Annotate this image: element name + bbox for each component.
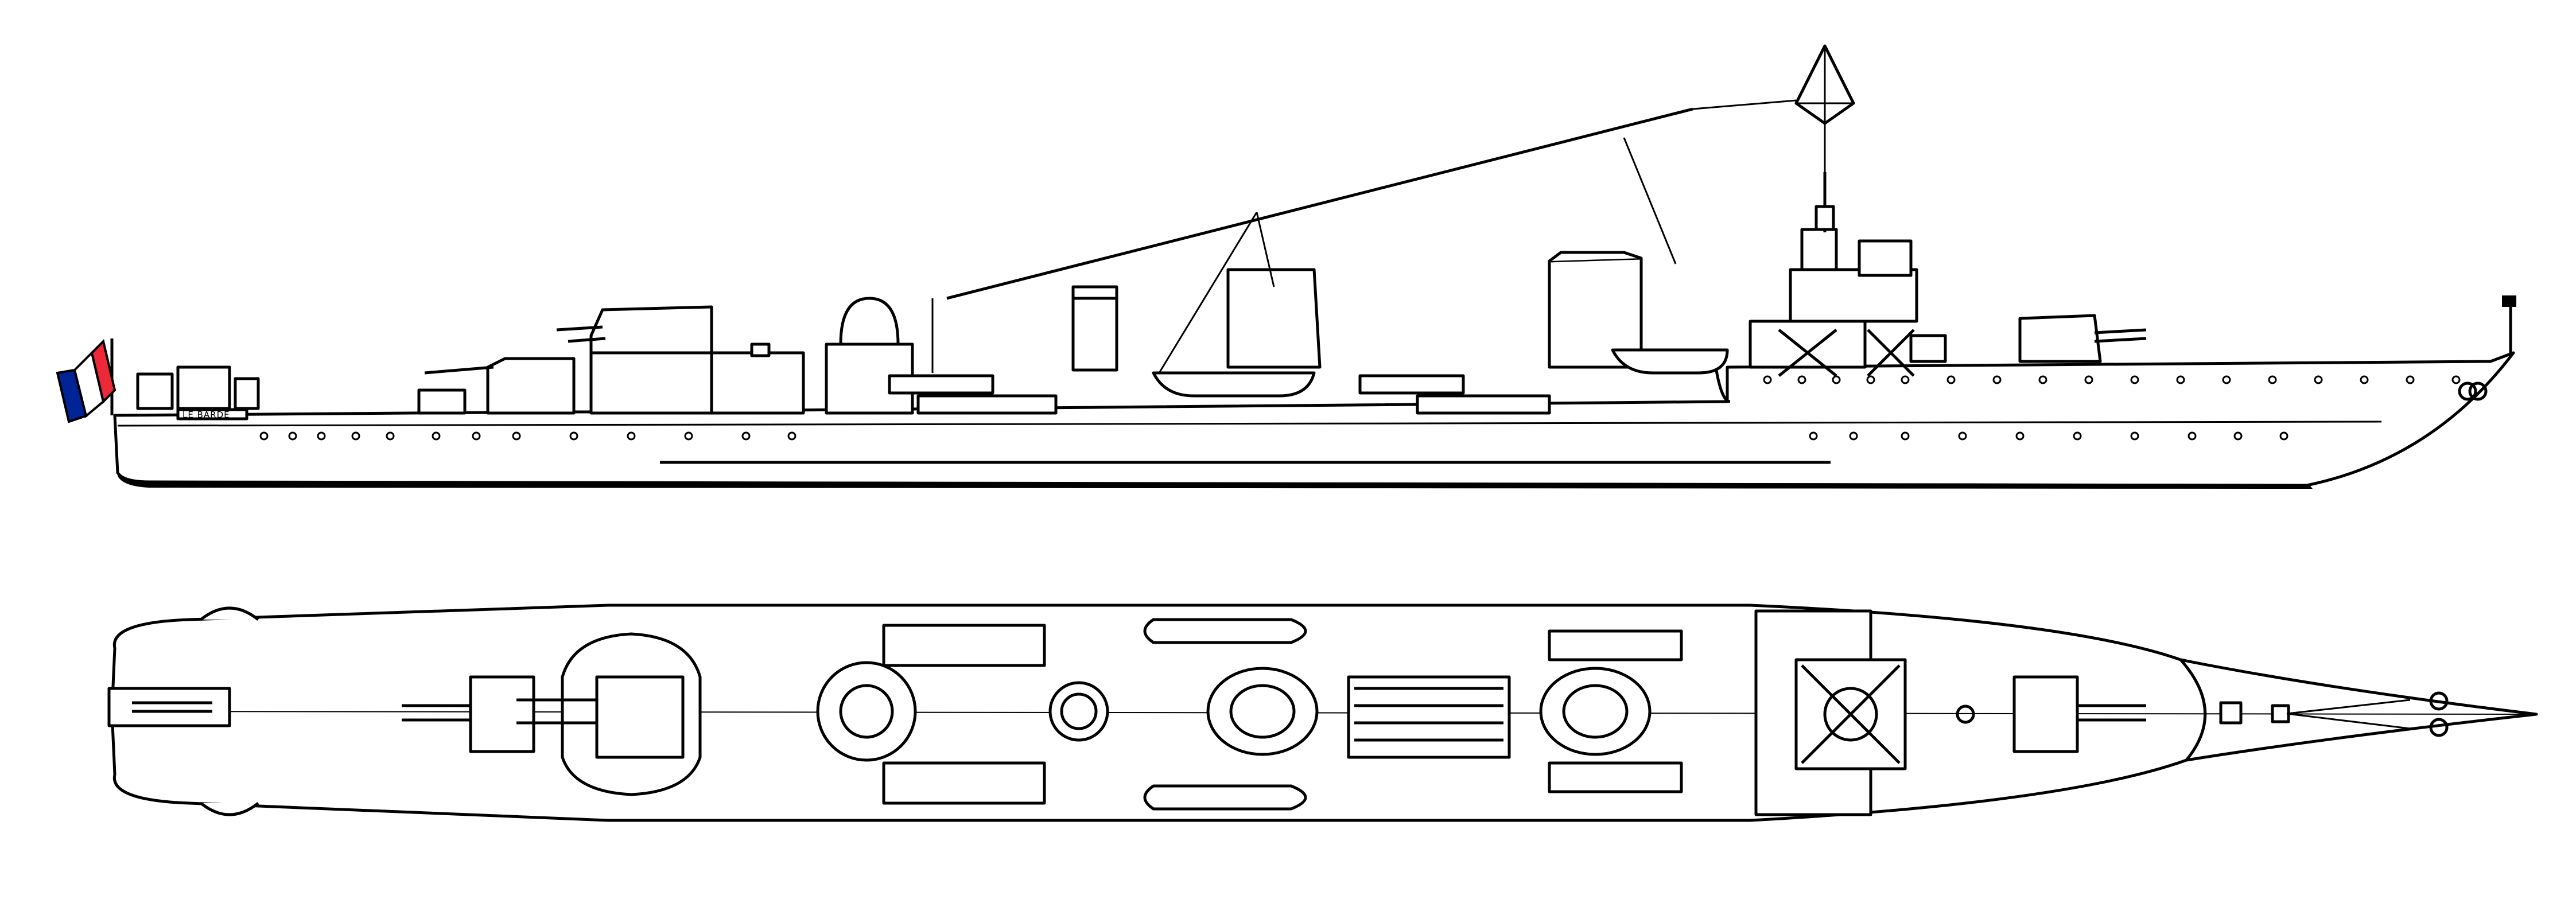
porthole	[1763, 375, 1772, 384]
boot-topping	[118, 473, 2313, 489]
porthole	[787, 431, 796, 441]
foremast	[1794, 44, 1855, 232]
plan-stern-gun	[107, 687, 231, 727]
porthole	[2130, 375, 2139, 384]
plan-boats	[1143, 618, 1683, 811]
porthole	[2268, 375, 2277, 384]
main-deck-line	[117, 421, 2382, 427]
porthole	[2279, 431, 2289, 441]
flag-red	[90, 339, 116, 404]
forward-funnel	[1226, 251, 1643, 369]
anchor	[2458, 382, 2488, 401]
porthole	[1958, 431, 1967, 441]
plan-bridge	[1754, 609, 1907, 816]
ship-boats	[1152, 212, 1729, 398]
porthole	[1809, 431, 1818, 441]
porthole	[1901, 431, 1910, 441]
plan-aft-gun-2	[516, 632, 702, 796]
french-flag	[56, 339, 116, 423]
porthole	[259, 431, 269, 441]
torpedo-tubes	[888, 374, 1551, 415]
porthole	[627, 431, 636, 441]
plan-view	[107, 604, 2538, 822]
porthole	[1797, 375, 1806, 384]
plan-stern-davits	[200, 606, 259, 816]
stern-fittings: LE BARDE	[110, 338, 260, 421]
porthole	[569, 431, 578, 441]
bridge	[1749, 228, 1918, 377]
hull-name-plate: LE BARDE	[182, 410, 230, 420]
aft-guns	[417, 305, 805, 415]
aft-rangefinder	[825, 297, 914, 415]
plan-rangefinder	[816, 661, 917, 762]
porthole	[1992, 375, 2002, 384]
plan-forward-gun	[1956, 675, 2146, 753]
plan-torpedo-tubes	[882, 624, 1511, 805]
aft-funnel	[1071, 285, 1118, 372]
porthole	[317, 431, 326, 441]
aerial-rigging	[931, 99, 1797, 373]
porthole	[2084, 375, 2093, 384]
bow-jackstaff	[2502, 295, 2516, 353]
porthole	[2314, 375, 2323, 384]
porthole	[2038, 375, 2047, 384]
plan-aft-funnel	[1048, 681, 1109, 742]
porthole	[432, 431, 441, 441]
porthole	[386, 431, 395, 441]
portholes	[259, 375, 2461, 441]
porthole	[1832, 375, 1841, 384]
porthole	[684, 431, 693, 441]
porthole	[1866, 375, 1875, 384]
plan-forecastle-break	[2179, 659, 2207, 761]
porthole	[512, 431, 521, 441]
porthole	[2130, 431, 2139, 441]
plan-forward-funnels	[1206, 667, 1652, 756]
porthole	[1849, 431, 1858, 441]
porthole	[1946, 375, 1956, 384]
porthole	[2188, 431, 2197, 441]
forward-gun	[1909, 314, 2147, 363]
porthole	[351, 431, 360, 441]
porthole	[2015, 431, 2025, 441]
porthole	[472, 431, 481, 441]
porthole	[2222, 375, 2231, 384]
porthole	[288, 431, 297, 441]
plan-anchor-gear	[2219, 691, 2449, 737]
forecastle-break	[1714, 367, 1731, 403]
porthole	[741, 431, 751, 441]
porthole	[2451, 375, 2461, 384]
porthole	[2176, 375, 2185, 384]
hull-side-outline	[113, 351, 2515, 487]
porthole	[2073, 431, 2082, 441]
porthole	[2406, 375, 2415, 384]
porthole	[2360, 375, 2369, 384]
porthole	[2233, 431, 2243, 441]
side-elevation-view: LE BARDE	[56, 44, 2516, 489]
plan-aft-gun-1	[402, 675, 535, 753]
porthole	[1901, 375, 1910, 384]
